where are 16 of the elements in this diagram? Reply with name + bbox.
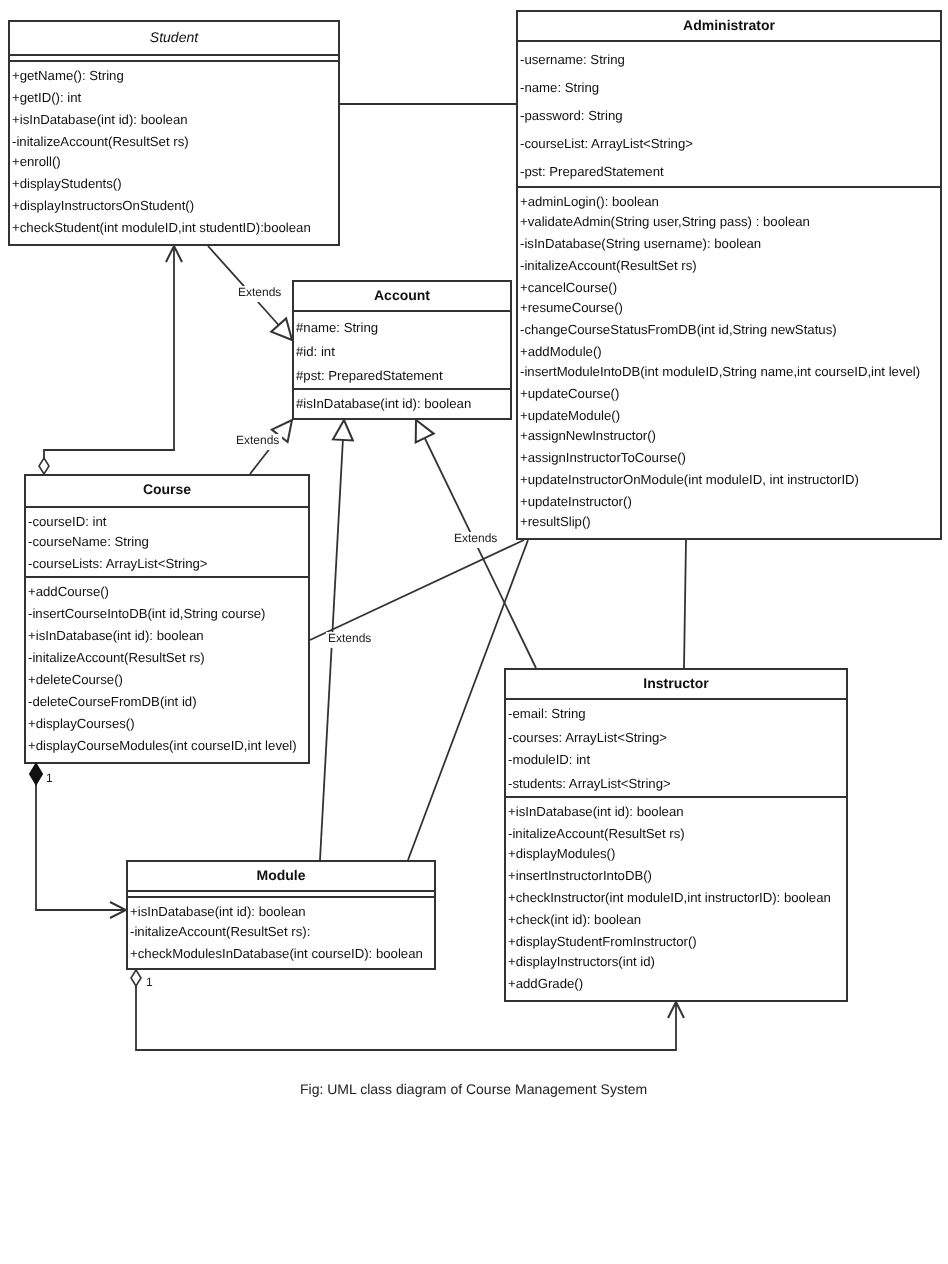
- class-box: [8, 20, 340, 246]
- association-line: [407, 539, 529, 861]
- class-box: [126, 860, 436, 970]
- association-line: [683, 539, 687, 669]
- class-box: [516, 10, 942, 540]
- association-line: [339, 103, 517, 105]
- inheritance-arrow: [414, 419, 537, 669]
- aggregation-arrow: [38, 245, 183, 475]
- composition-arrow: [29, 763, 127, 919]
- inheritance-arrow: [319, 419, 354, 861]
- class-box: [504, 668, 848, 1002]
- aggregation-arrow: [130, 969, 685, 1051]
- association-line: [309, 539, 525, 641]
- inheritance-arrow: [207, 245, 293, 341]
- class-box: [24, 474, 310, 764]
- class-box: [292, 280, 512, 420]
